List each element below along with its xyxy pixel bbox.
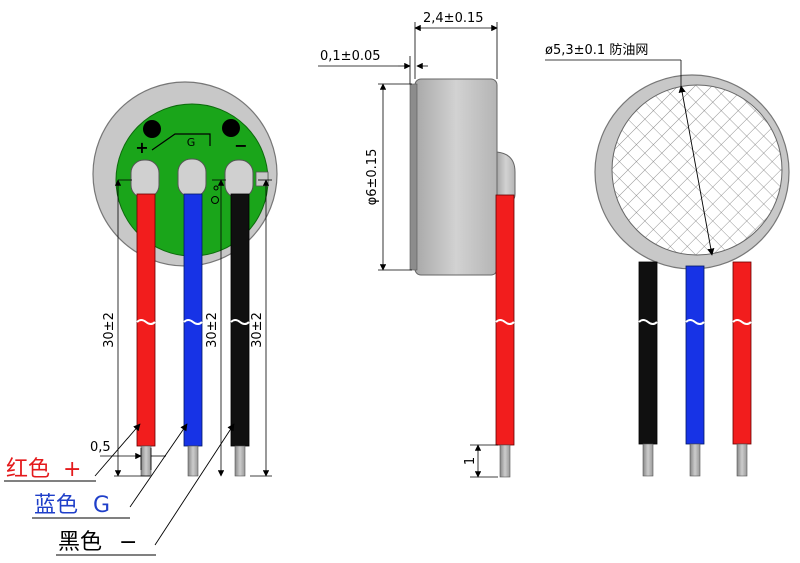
pcb-hole-right	[222, 119, 240, 137]
legend-black-symbol: −	[119, 530, 137, 555]
mesh-diameter-line	[678, 85, 715, 256]
thickness-label: 2,4±0.15	[423, 11, 484, 26]
solder-pad-red	[130, 159, 160, 199]
solder-pad-black	[224, 159, 254, 199]
pcb-trace	[151, 133, 211, 151]
gap-label: 0,1±0.05	[320, 49, 381, 64]
back-wire-black	[638, 261, 658, 445]
back-strip-black	[642, 443, 654, 477]
pad-label-minus: −	[234, 136, 247, 155]
legend-blue-text: 蓝色	[34, 493, 78, 518]
pad-label-g: G	[187, 136, 196, 149]
strip-black	[234, 445, 246, 477]
wire-length-black: 30±2	[250, 312, 265, 348]
mesh-screen	[611, 84, 783, 256]
mesh-label: ø5,3±0.1 防油网	[545, 42, 648, 58]
strip-red	[140, 445, 152, 477]
legend-blue-symbol: G	[93, 493, 110, 518]
back-view: ø5,3±0.1 防油网	[545, 42, 790, 477]
legend-leaders	[94, 423, 235, 546]
back-strip-red	[736, 443, 748, 477]
strip-width-label: 0,5	[90, 440, 111, 455]
side-view: 2,4±0.15 0,1±0.05 φ6±0.15 1	[318, 11, 516, 478]
wire-length-blue: 30±2	[205, 312, 220, 348]
solder-pad-blue	[177, 158, 207, 198]
side-body	[414, 78, 498, 276]
legend-red: 红色 +	[6, 457, 81, 482]
front-view: + G −	[90, 81, 278, 546]
legend-blue: 蓝色 G	[34, 493, 110, 518]
side-strip	[499, 444, 511, 478]
legend-red-text: 红色	[6, 457, 50, 482]
back-wire-blue	[685, 265, 705, 445]
back-strip-blue	[689, 443, 701, 477]
side-front-plate	[409, 83, 418, 271]
legend-black: 黑色 −	[58, 530, 137, 555]
strip-blue	[187, 445, 199, 477]
side-strip-label: 1	[463, 457, 478, 465]
wire-color-legend: 红色 + 蓝色 G 黑色 −	[4, 457, 156, 556]
break-marks	[136, 319, 250, 325]
legend-red-symbol: +	[63, 457, 81, 482]
back-break-marks	[638, 319, 752, 325]
diameter-label: φ6±0.15	[365, 149, 380, 206]
side-dimension-lines	[318, 22, 498, 478]
back-wire-red	[732, 261, 752, 445]
front-dimension-lines	[100, 179, 272, 477]
side-break-mark	[495, 319, 515, 325]
legend-black-text: 黑色	[58, 530, 102, 555]
pad-label-plus: +	[135, 138, 148, 157]
wire-length-red: 30±2	[102, 312, 117, 348]
side-wire-boss	[496, 151, 516, 203]
pcb-hole-left	[143, 120, 161, 138]
